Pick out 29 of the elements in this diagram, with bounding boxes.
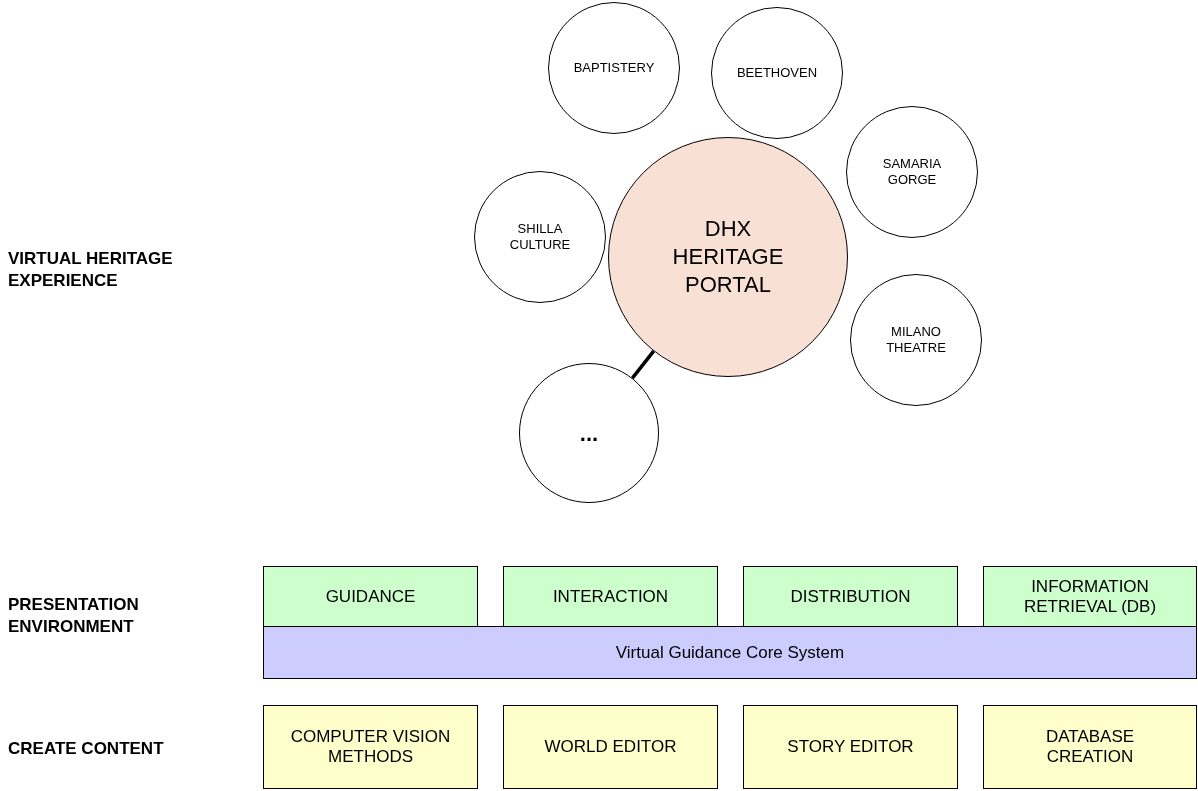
node-label: INTERACTION [552,586,669,607]
module-box [743,566,958,627]
layer-title: VIRTUAL HERITAGE EXPERIENCE [8,248,174,292]
tool-box [263,705,478,789]
node-label: MILANO THEATRE [885,324,947,356]
node-label: SHILLA CULTURE [508,221,572,253]
tool-box [983,705,1197,789]
node-label: WORLD EDITOR [544,737,677,757]
node-label: INFORMATION RETRIEVAL (DB) [1022,576,1158,617]
layer-title: PRESENTATION ENVIRONMENT [8,594,140,638]
node-label: DHX HERITAGE PORTAL [671,215,785,299]
node-label: BEETHOVEN [736,65,818,81]
node-label: Virtual Guidance Core System [615,642,845,663]
layer-title: CREATE CONTENT [8,738,165,760]
module-box [263,566,478,627]
node-label: BAPTISTERY [573,60,655,76]
node-label: SAMARIA GORGE [881,156,943,188]
module-box [503,566,718,627]
core-system-bar [263,626,1197,679]
module-box [983,566,1197,627]
node-label: STORY EDITOR [787,737,914,757]
node-label: ... [579,420,599,446]
node-label: GUIDANCE [325,586,416,607]
node-label: DATABASE CREATION [1044,727,1136,767]
connector-line [631,350,655,380]
tool-box [503,705,718,789]
tool-box [743,705,958,789]
node-label: COMPUTER VISION METHODS [289,727,452,767]
node-label: DISTRIBUTION [790,586,911,607]
